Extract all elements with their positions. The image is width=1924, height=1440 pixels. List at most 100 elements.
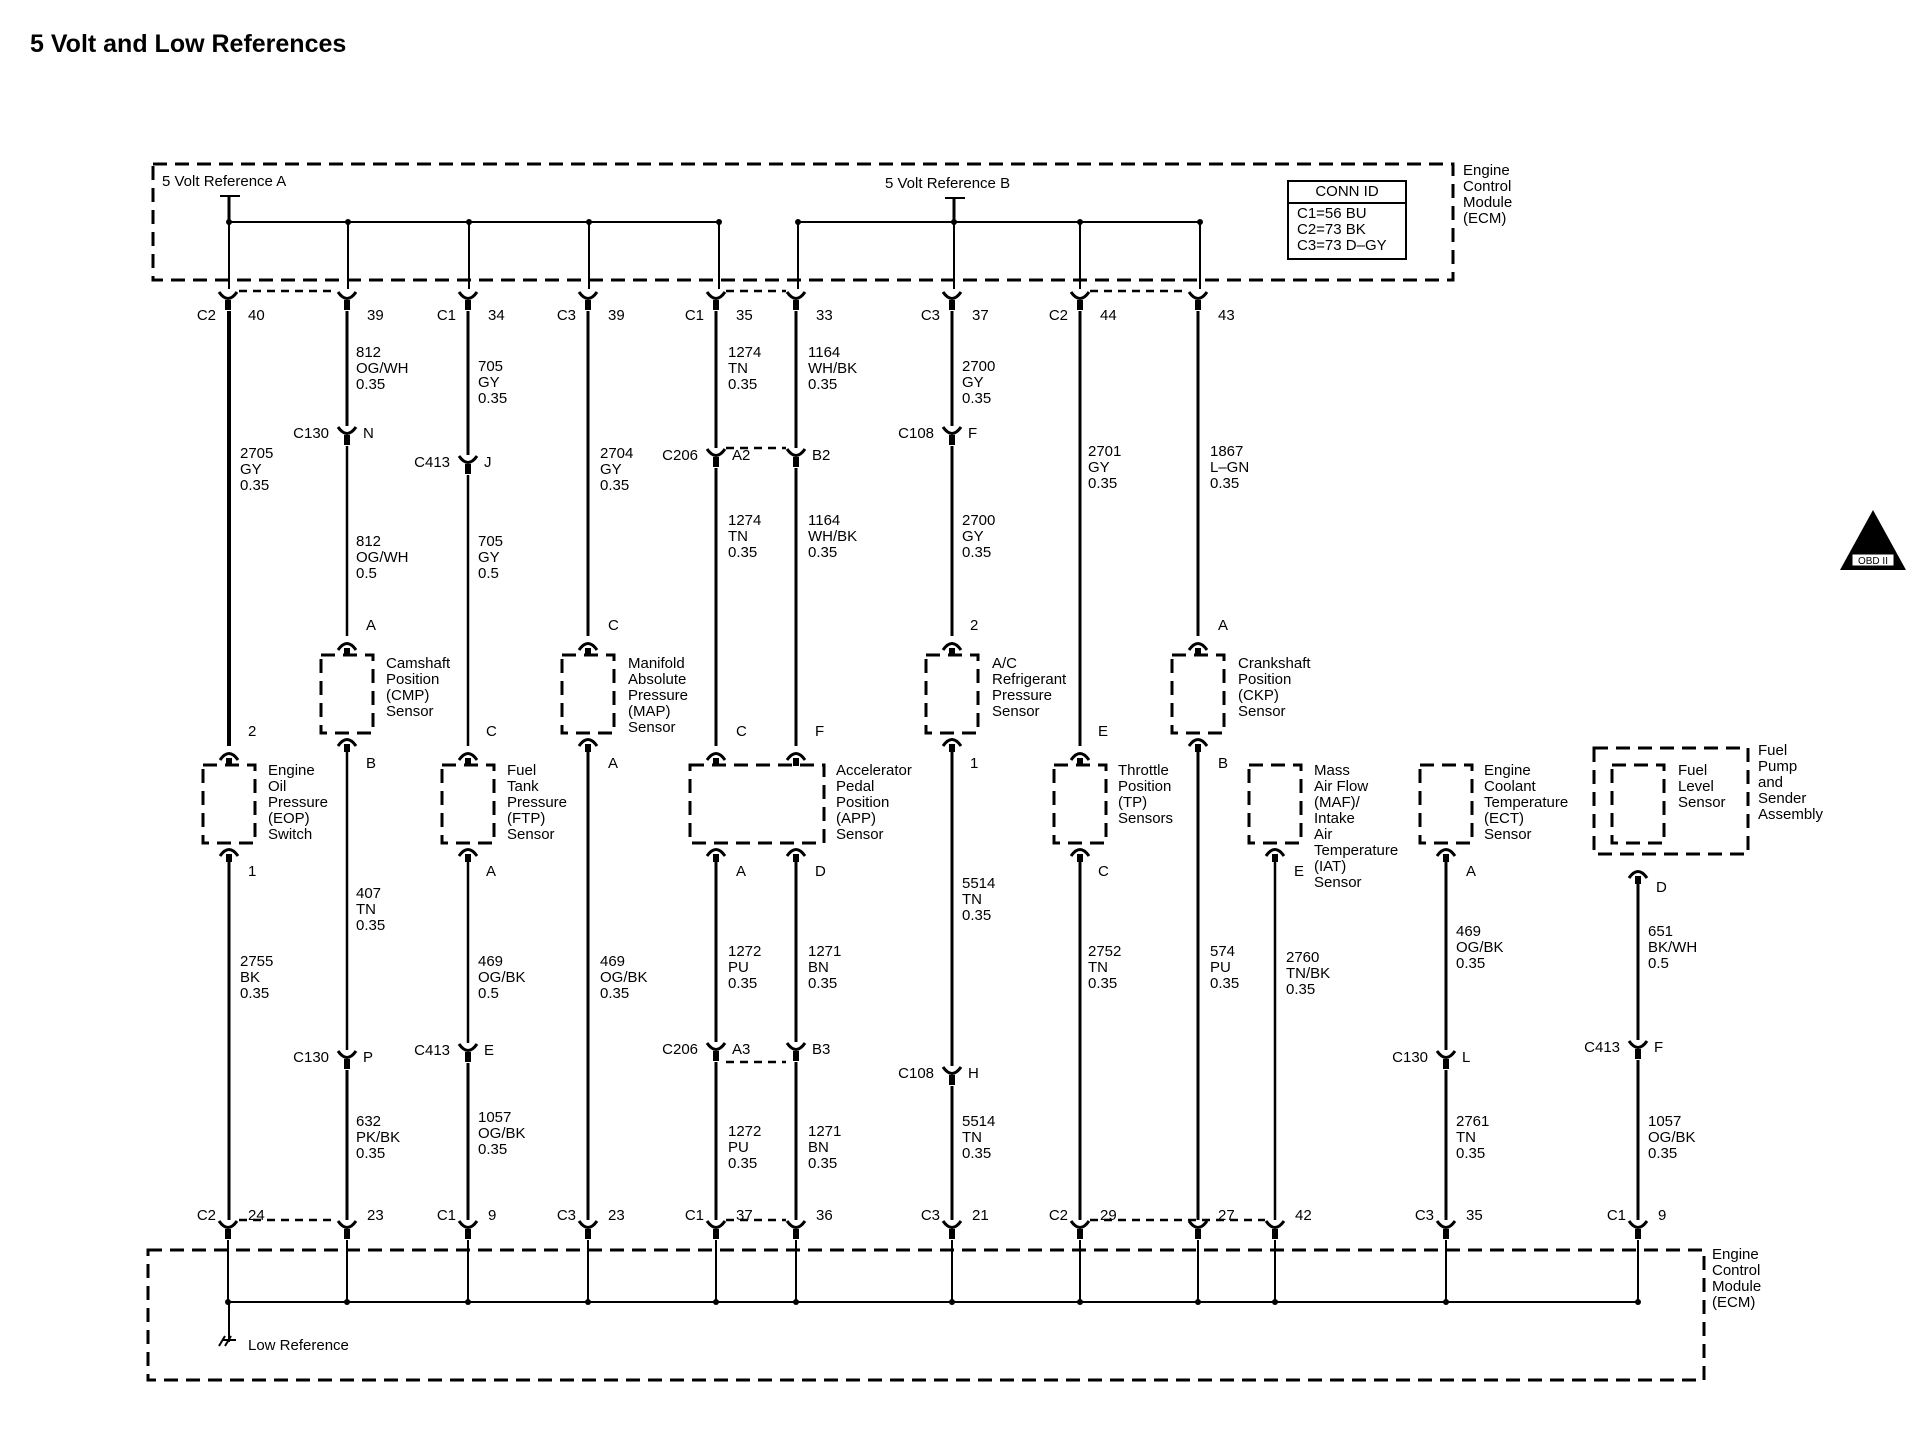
bottom-connector: [457, 1220, 479, 1229]
pin-label: 1: [970, 755, 978, 772]
bottom-conn-id: C1: [437, 1207, 456, 1224]
inline-connector: [1435, 1050, 1457, 1059]
pin-label: C: [608, 617, 619, 634]
connector-pin: [1443, 1229, 1449, 1239]
pin-label: C: [1098, 863, 1109, 880]
obd-ii-icon: OBD II II: [1838, 508, 1908, 572]
bottom-pin: 9: [488, 1207, 496, 1224]
inline-conn-id: C130: [1392, 1049, 1428, 1066]
connector-pin: [793, 457, 799, 467]
top-connector: [705, 291, 727, 300]
bottom-connector: [941, 1220, 963, 1229]
top-connector: [457, 291, 479, 300]
bottom-connector: [1187, 1220, 1209, 1229]
ref-b-label: 5 Volt Reference B: [885, 175, 1010, 192]
connector-pin: [793, 1051, 799, 1061]
pin-label: E: [1294, 863, 1304, 880]
top-conn-id: C2: [1049, 307, 1068, 324]
low-ref-label: Low Reference: [248, 1337, 349, 1354]
bottom-conn-id: C2: [1049, 1207, 1068, 1224]
connector-pin: [1077, 300, 1083, 310]
pin-stub-body: [344, 744, 350, 752]
pin-stub: [336, 642, 358, 651]
connector-pin: [713, 300, 719, 310]
app-sensor-box: [688, 763, 826, 845]
tp-sensor-box: [1052, 763, 1108, 845]
top-connector: [336, 291, 358, 300]
eop-switch-box: [201, 763, 257, 845]
splice-dot: [344, 1299, 350, 1305]
ground-hatch: [224, 1335, 232, 1347]
conn-id-legend: CONN ID C1=56 BU C2=73 BK C3=73 D–GY: [1287, 180, 1407, 260]
top-pin: 34: [488, 307, 505, 324]
pin-stub-body: [226, 854, 232, 862]
bottom-connector: [1264, 1220, 1286, 1229]
ecm-bottom-box: [146, 1248, 1706, 1382]
inline-conn-id: C130: [293, 1049, 329, 1066]
cmp-sensor-box: [319, 653, 375, 735]
connector-pin: [344, 1059, 350, 1069]
connector-pin: [585, 300, 591, 310]
pin-stub: [336, 738, 358, 747]
pin-stub-body: [344, 648, 350, 656]
inline-conn-id: C206: [662, 447, 698, 464]
pin-stub-body: [793, 854, 799, 862]
ac-sensor-box: [924, 653, 980, 735]
inline-pin: F: [1654, 1039, 1663, 1056]
inline-pin: J: [484, 454, 492, 471]
bottom-pin: 21: [972, 1207, 989, 1224]
pin-label: A: [366, 617, 376, 634]
bottom-conn-id: C1: [1607, 1207, 1626, 1224]
splice-dot: [465, 1299, 471, 1305]
connector-pin: [465, 464, 471, 474]
pin-stub-body: [226, 758, 232, 766]
pin-stub-body: [1195, 744, 1201, 752]
pin-stub: [705, 848, 727, 857]
pin-stub-body: [1077, 854, 1083, 862]
bottom-conn-id: C1: [685, 1207, 704, 1224]
pin-label: B: [1218, 755, 1228, 772]
pin-stub-body: [585, 744, 591, 752]
top-conn-id: C1: [437, 307, 456, 324]
inline-pin: H: [968, 1065, 979, 1082]
bottom-connector: [336, 1220, 358, 1229]
pin-stub: [1627, 870, 1649, 879]
inline-conn-id: C413: [1584, 1039, 1620, 1056]
top-pin: 44: [1100, 307, 1117, 324]
pin-label: A: [736, 863, 746, 880]
top-connector: [941, 291, 963, 300]
pin-label: A: [486, 863, 496, 880]
bottom-pin: 42: [1295, 1207, 1312, 1224]
connector-pin: [465, 1229, 471, 1239]
top-pin: 39: [367, 307, 384, 324]
inline-connector: [336, 426, 358, 435]
pin-stub: [1187, 738, 1209, 747]
inline-connector: [457, 455, 479, 464]
bottom-connector: [217, 1220, 239, 1229]
inline-pin: A2: [732, 447, 750, 464]
inline-connector: [785, 448, 807, 457]
pin-label: C: [486, 723, 497, 740]
bottom-connector: [705, 1220, 727, 1229]
conn-id-row: C1=56 BU: [1297, 205, 1367, 222]
bottom-pin: 23: [367, 1207, 384, 1224]
pin-stub: [1264, 848, 1286, 857]
